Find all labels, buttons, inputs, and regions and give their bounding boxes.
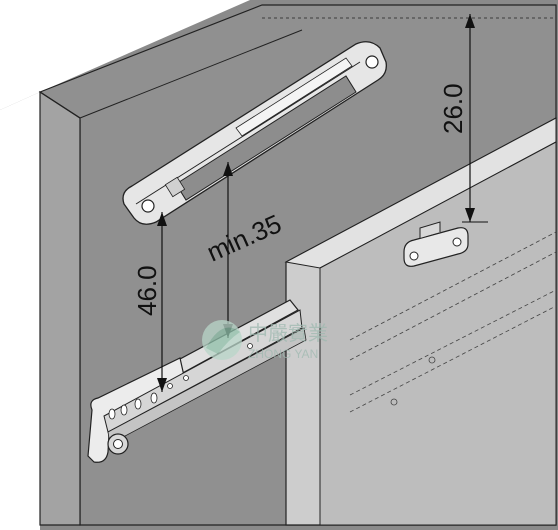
hidden-line-3 — [349, 289, 557, 396]
hidden-line-4 — [349, 305, 557, 413]
watermark-text-en: ZHONG YAN — [248, 347, 318, 361]
drawer-bracket — [403, 221, 469, 267]
soft-close-damper — [122, 41, 387, 225]
drawer-runner-rail — [87, 299, 307, 463]
dimension-46: 46.0 — [132, 212, 167, 392]
dimension-46-label: 46.0 — [132, 265, 162, 316]
dimension-26-label: 26.0 — [438, 83, 468, 134]
background-white — [0, 0, 250, 110]
hidden-line-1 — [349, 231, 557, 341]
cabinet-panel-edge — [39, 90, 81, 526]
dimension-26: 26.0 — [438, 14, 488, 223]
hidden-line-2 — [349, 251, 557, 361]
watermark-text-cn: 中嚴實業 — [248, 322, 328, 345]
watermark: 中嚴實業 ZHONG YAN — [202, 320, 328, 361]
background-white-left — [0, 92, 40, 530]
